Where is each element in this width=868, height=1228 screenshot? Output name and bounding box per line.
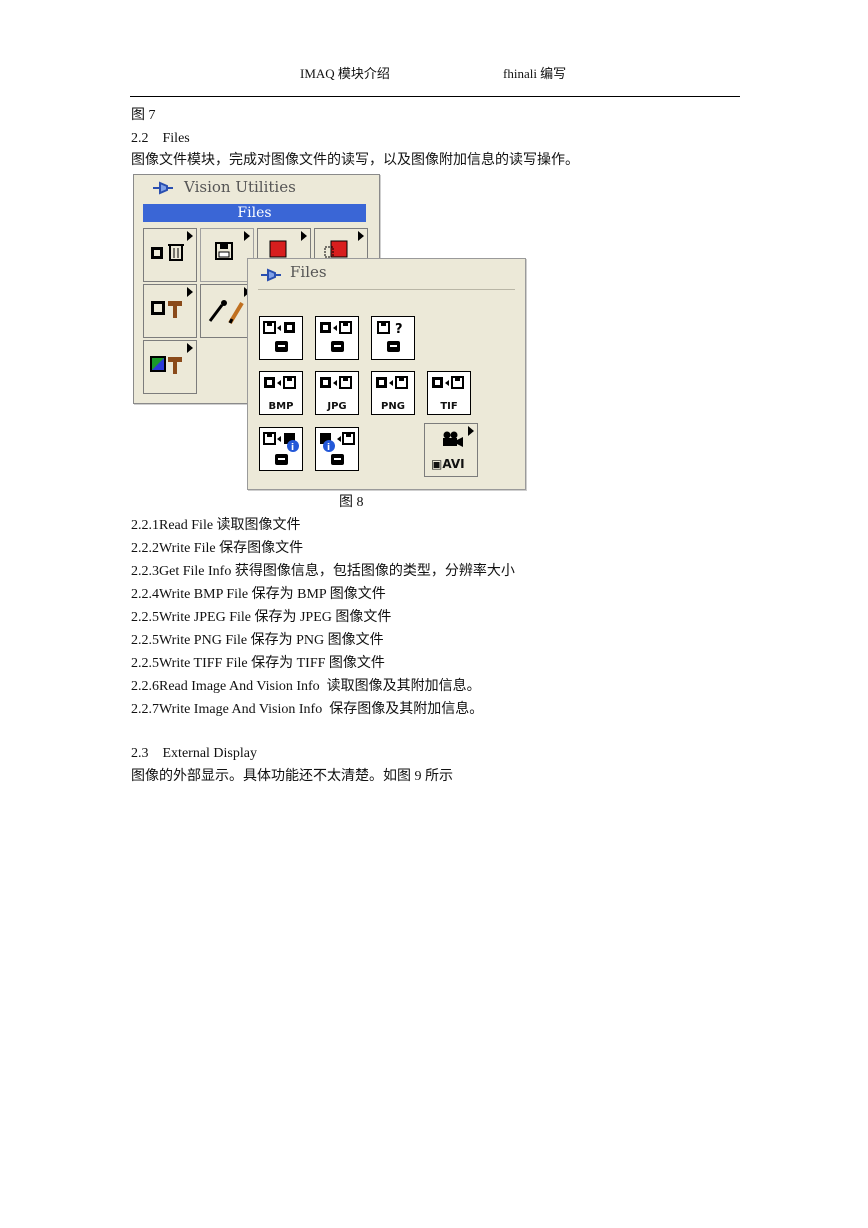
section-number: 2.3 [131,746,149,761]
list-item: 2.2.4Write BMP File 保存为 BMP 图像文件 [131,587,386,602]
avi-subpalette-cell[interactable]: ▣AVI [424,423,478,477]
svg-text:?: ? [395,322,403,337]
palette-cell-files[interactable] [200,228,254,282]
list-item: 2.2.6Read Image And Vision Info 读取图像及其附加… [131,679,481,694]
get-file-info-icon[interactable]: ? [371,316,415,360]
write-jpeg-file-icon[interactable]: JPG [315,371,359,415]
palette-cell-color-tools[interactable] [143,340,197,394]
image-hammer-icon [151,301,182,318]
header-right: fhinali 编写 [503,66,567,81]
palette-cell-pixel-edit[interactable] [200,284,254,338]
section-title: External Display [162,746,257,761]
palette-cell-image-management[interactable] [143,228,197,282]
video-camera-icon [443,431,463,447]
format-label: TIF [440,401,458,412]
list-item: 2.2.3Get File Info 获得图像信息，包括图像的类型，分辨率大小 [131,564,515,579]
list-item: 2.2.5Write TIFF File 保存为 TIFF 图像文件 [131,656,385,671]
figure-7-caption: 图 7 [131,108,156,123]
format-label: JPG [327,401,347,412]
section-2-2-description: 图像文件模块，完成对图像文件的读写，以及图像附加信息的读写操作。 [131,153,579,168]
pin-icon[interactable] [152,180,174,196]
write-image-and-vision-info-icon[interactable]: i [315,427,359,471]
files-subpalette: Files ? BMP JPG [247,258,526,490]
section-number: 2.2 [131,131,149,146]
subpalette-title: Files [290,263,327,281]
section-title: Files [162,131,190,146]
read-file-icon[interactable] [259,316,303,360]
pin-icon[interactable] [260,267,282,283]
svg-text:i: i [291,443,294,453]
write-png-file-icon[interactable]: PNG [371,371,415,415]
write-bmp-file-icon[interactable]: BMP [259,371,303,415]
list-item: 2.2.5Write JPEG File 保存为 JPEG 图像文件 [131,610,392,625]
list-item: 2.2.2Write File 保存图像文件 [131,541,304,556]
external-display-icon [324,240,348,258]
color-image-icon [269,240,287,258]
format-label: PNG [381,401,405,412]
header-left: IMAQ 模块介绍 [300,66,390,81]
list-item: 2.2.5Write PNG File 保存为 PNG 图像文件 [131,633,384,648]
section-2-3-description: 图像的外部显示。具体功能还不太清楚。如图 9 所示 [131,769,453,784]
format-label: BMP [268,401,294,412]
image-trash-icon [151,244,184,261]
write-file-icon[interactable] [315,316,359,360]
color-image-hammer-icon [150,356,182,374]
write-tiff-file-icon[interactable]: TIF [427,371,471,415]
dropper-pencil-icon [208,300,244,325]
files-category-selected[interactable]: Files [143,204,366,222]
floppy-disk-icon [215,242,233,260]
files-palette-figure: Vision Utilities Files [131,174,527,492]
section-2-3-heading: 2.3 External Display [131,745,257,763]
palette-cell-image-tools[interactable] [143,284,197,338]
figure-8-caption: 图 8 [339,495,364,510]
palette-title: Vision Utilities [184,178,296,196]
title-separator [258,289,515,290]
page-header: IMAQ 模块介绍 fhinali 编写 [130,60,740,97]
list-item: 2.2.1Read File 读取图像文件 [131,518,301,533]
svg-text:i: i [327,443,330,453]
section-2-2-heading: 2.2 Files [131,130,190,148]
list-item: 2.2.7Write Image And Vision Info 保存图像及其附… [131,702,484,717]
read-image-and-vision-info-icon[interactable]: i [259,427,303,471]
avi-label: ▣AVI [431,457,465,471]
